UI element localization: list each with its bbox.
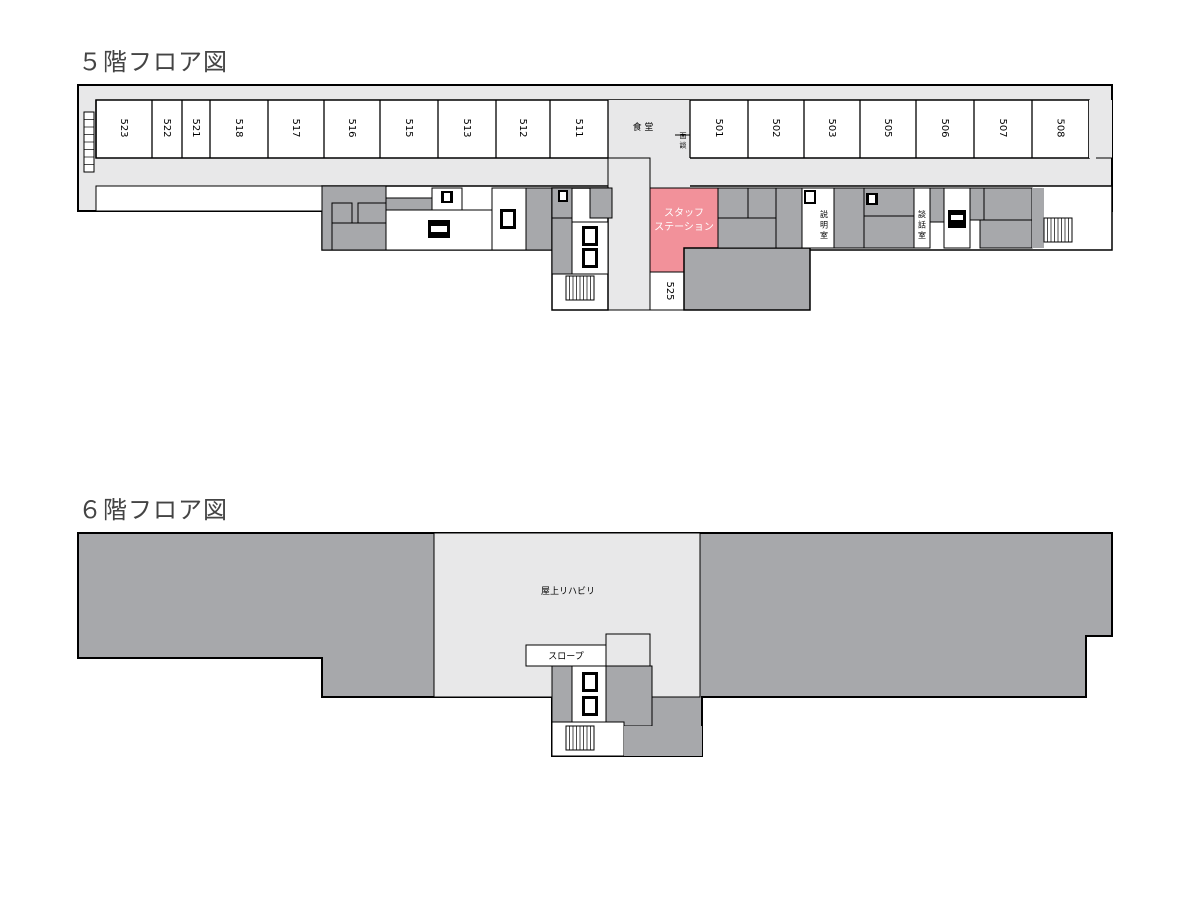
elevator-icon-6 bbox=[582, 672, 598, 716]
room-label-506: 506 bbox=[939, 118, 950, 137]
slope-label: スロープ bbox=[548, 651, 583, 662]
room-label-521: 521 bbox=[190, 118, 201, 137]
floor6-title: ６階フロア図 bbox=[78, 496, 228, 524]
bathtub-icon-1 bbox=[428, 220, 450, 238]
room-row bbox=[95, 99, 1090, 159]
room-label-512: 512 bbox=[517, 118, 528, 137]
room-label-508: 508 bbox=[1055, 118, 1066, 137]
floor5-title: ５階フロア図 bbox=[78, 48, 228, 76]
wheelchair-icon-1 bbox=[441, 191, 453, 203]
room-label-503: 503 bbox=[826, 118, 837, 137]
staff-station-label-1: スタッフ bbox=[664, 207, 704, 219]
room-label-517: 517 bbox=[290, 118, 301, 137]
stairs-right-icon bbox=[1043, 217, 1073, 243]
room-label-505: 505 bbox=[882, 118, 893, 137]
explanation-room-label: 説 明 室 bbox=[820, 209, 829, 239]
stairs-left-icon bbox=[83, 111, 95, 173]
room-label-518: 518 bbox=[233, 118, 244, 137]
dining-side-label: 面 談 bbox=[679, 132, 687, 149]
room-label-513: 513 bbox=[461, 118, 472, 137]
stairs-6f-icon bbox=[565, 725, 595, 751]
wheelchair-icon-2 bbox=[866, 193, 878, 205]
room-label-502: 502 bbox=[770, 118, 781, 137]
dining-label: 食 堂 bbox=[633, 121, 654, 133]
room-label-501: 501 bbox=[713, 118, 724, 137]
room-label-516: 516 bbox=[346, 118, 357, 137]
central-corridor-lower bbox=[607, 157, 651, 311]
elevator-icon-1 bbox=[500, 209, 516, 229]
elevator-icon-2 bbox=[582, 226, 598, 268]
staff-station-label-2: ステーション bbox=[654, 222, 714, 233]
room-525-label: 525 bbox=[664, 281, 675, 300]
bathtub-icon-2 bbox=[948, 210, 966, 228]
room-label-522: 522 bbox=[161, 118, 172, 137]
elevator-icon-3 bbox=[804, 190, 816, 204]
rooftop-rehab-label: 屋上リハビリ bbox=[541, 586, 595, 597]
room-525 bbox=[649, 271, 685, 311]
room-label-523: 523 bbox=[118, 118, 129, 137]
room-label-507: 507 bbox=[997, 118, 1008, 137]
room-label-511: 511 bbox=[573, 118, 584, 137]
room-label-515: 515 bbox=[403, 118, 414, 137]
gray-block-center bbox=[683, 247, 811, 311]
lounge-label: 談 話 室 bbox=[918, 209, 927, 239]
stairs-center-icon bbox=[565, 275, 595, 301]
